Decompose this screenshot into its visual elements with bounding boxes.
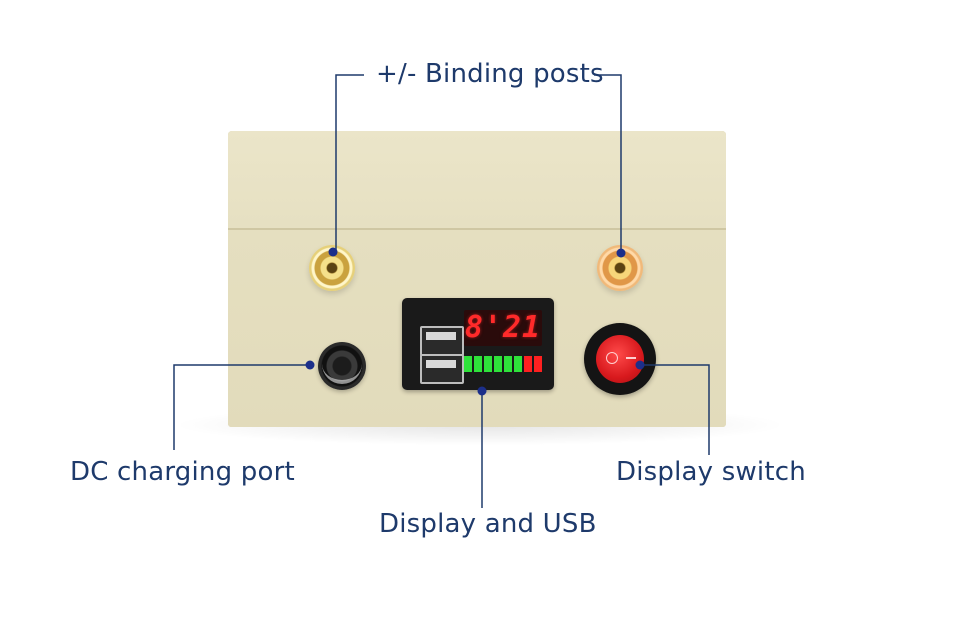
dc-charging-port-label: DC charging port	[70, 457, 295, 487]
level-bar-1	[464, 356, 472, 372]
post-hole	[615, 263, 625, 273]
usb-tongue	[426, 360, 456, 368]
on-symbol-icon	[626, 357, 636, 359]
display-usb-panel: 8'21	[402, 298, 554, 390]
leader-dot	[477, 386, 487, 396]
voltage-display: 8'21	[464, 310, 542, 346]
leader-line-dc-port	[173, 364, 307, 450]
usb-port-2	[420, 354, 464, 384]
port-cap	[322, 358, 362, 384]
leader-dot	[328, 247, 338, 257]
display-switch	[584, 323, 656, 395]
display-usb-label: Display and USB	[379, 509, 597, 539]
level-bar-2	[474, 356, 482, 372]
post-hole	[327, 263, 337, 273]
level-bar-8	[534, 356, 542, 372]
usb-port-1	[420, 326, 464, 356]
display-switch-label: Display switch	[616, 457, 806, 487]
level-bar-3	[484, 356, 492, 372]
off-symbol-icon	[606, 352, 618, 364]
dc-charging-port	[318, 342, 366, 390]
leader-dot	[305, 360, 315, 370]
leader-line-binding-left	[335, 74, 364, 252]
leader-line-binding-right	[594, 74, 622, 252]
switch-rocker	[596, 335, 644, 383]
battery-lid	[228, 131, 726, 230]
battery-case	[228, 131, 726, 427]
leader-dot	[616, 248, 626, 258]
level-bar-5	[504, 356, 512, 372]
leader-dot	[635, 360, 645, 370]
usb-tongue	[426, 332, 456, 340]
level-bar-6	[514, 356, 522, 372]
level-bar-4	[494, 356, 502, 372]
level-bar-7	[524, 356, 532, 372]
leader-line-switch	[640, 364, 710, 455]
binding-posts-label: +/- Binding posts	[376, 59, 604, 89]
battery-level-bars	[464, 356, 542, 372]
